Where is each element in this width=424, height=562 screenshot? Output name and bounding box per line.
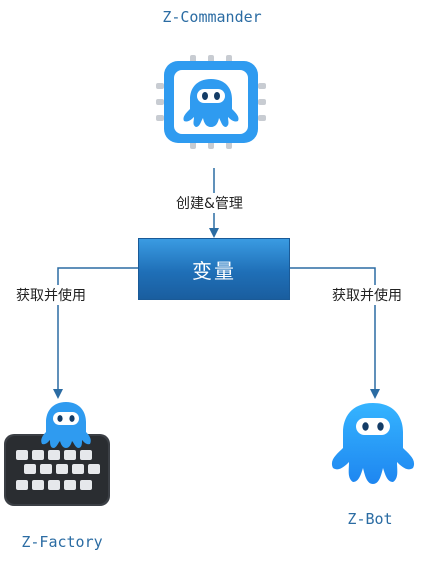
commander-title: Z-Commander [162,8,262,26]
variable-label: 变量 [192,258,236,283]
factory-title: Z-Factory [21,533,103,551]
bot-title: Z-Bot [347,510,393,528]
octopus-icon [323,400,423,494]
keyboard-octopus-icon [4,400,114,514]
variable-node: 变量 [138,238,290,300]
edge-variable-to-factory [53,267,138,399]
edge-label-get-use-factory: 获取并使用 [14,285,88,305]
edge-label-create-manage: 创建&管理 [174,193,245,213]
chip-octopus-icon [156,55,266,159]
edge-variable-to-bot [290,267,380,399]
edge-label-get-use-bot: 获取并使用 [330,285,404,305]
